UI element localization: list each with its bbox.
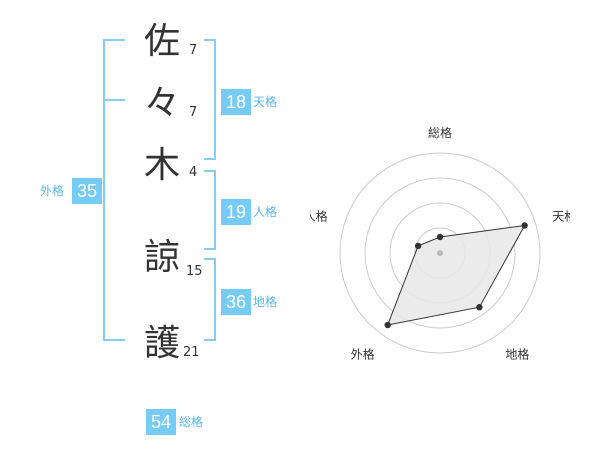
tenkaku-bracket: [204, 39, 216, 160]
radar-point-5: [414, 242, 422, 250]
jinkaku-bracket: [204, 170, 216, 250]
radar-points: [384, 222, 528, 329]
radar-point-4: [384, 321, 391, 329]
radar-point-2: [521, 222, 528, 229]
gaikaku-bracket: [103, 39, 125, 341]
radar-polygon: [386, 224, 526, 326]
radar-axis-label: 人格: [310, 209, 328, 224]
name-char-2: 々: [143, 83, 180, 124]
jinkaku-badge: 19: [221, 199, 251, 225]
tenkaku-badge: 18: [221, 89, 251, 115]
chikaku-badge: 36: [221, 289, 251, 315]
chikaku-bracket: [204, 258, 216, 341]
name-char-3: 木: [143, 145, 180, 186]
radar-ring: [339, 152, 541, 354]
gaikaku-bracket-tick: [103, 99, 125, 101]
radar-point-3: [476, 304, 483, 311]
stroke-count-1: 7: [189, 43, 198, 58]
radar-center-dot: [437, 250, 443, 256]
radar-axis-label: 天格: [552, 209, 570, 224]
name-char-1: 佐: [143, 21, 180, 62]
radar-point-1: [436, 233, 444, 241]
name-char-4: 諒: [143, 237, 180, 278]
stroke-count-3: 4: [189, 165, 198, 180]
fortune-radar-chart: 総格天格地格 外格 人格: [310, 125, 570, 360]
radar-axis-labels: 総格天格地格 外格 人格: [310, 125, 570, 360]
stroke-count-4: 15: [186, 264, 203, 279]
radar-axis-label: 外格: [351, 346, 375, 360]
radar-ring: [364, 177, 516, 329]
stroke-count-5: 21: [183, 345, 200, 360]
gaikaku-label: 外格: [40, 184, 65, 198]
radar-axis-label: 地格: [505, 346, 529, 360]
soukaku-label: 総格: [179, 415, 204, 429]
jinkaku-label: 人格: [253, 205, 278, 219]
soukaku-badge: 54: [146, 409, 176, 435]
tenkaku-label: 天格: [253, 95, 278, 109]
gaikaku-badge: 35: [72, 178, 102, 204]
radar-axis-label: 総格: [428, 125, 452, 140]
stroke-count-2: 7: [189, 105, 198, 120]
chikaku-label: 地格: [253, 295, 278, 309]
name-char-5: 護: [143, 323, 180, 364]
